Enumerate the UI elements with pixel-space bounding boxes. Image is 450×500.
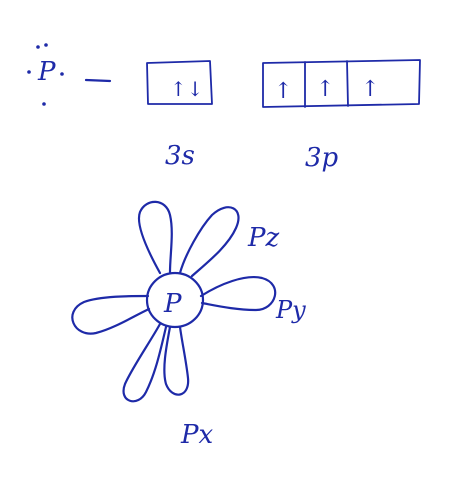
center-atom-label: P: [163, 289, 182, 319]
box-divider: [346, 60, 349, 107]
lewis-dot: [60, 72, 64, 76]
lobe-lower-left: [122, 322, 168, 403]
orbital-box-3p: ↑ ↑ ↑ 3p: [262, 59, 421, 173]
orbital-label-3p: 3p: [305, 143, 339, 173]
lobe-upper-right: [178, 206, 240, 278]
lewis-atom-symbol: P: [37, 57, 56, 87]
lobe-label-px: Px: [180, 420, 213, 450]
lobe-left: [71, 294, 151, 335]
lewis-dot-symbol: P: [27, 43, 64, 106]
orbital-box: [146, 60, 213, 105]
lewis-dot: [36, 45, 40, 49]
lobe-label-pz: Pz: [247, 223, 279, 253]
p-orbital-sketch: P Pz Py Px: [71, 200, 306, 450]
lewis-dot: [27, 70, 31, 74]
electron-arrows: ↑↓: [170, 77, 204, 101]
orbital-box: [262, 59, 421, 108]
lewis-dot: [44, 43, 48, 47]
orbital-box-3s: ↑↓ 3s: [146, 60, 213, 171]
lobe-right: [199, 276, 277, 312]
nucleus-circle: [145, 271, 205, 329]
electron-arrow: ↑: [361, 77, 379, 102]
lobe-lower-right: [163, 325, 190, 396]
lobe-upper-left: [137, 200, 173, 275]
electron-arrow: ↑: [274, 79, 292, 104]
dash-line: [84, 78, 112, 83]
lobe-label-py: Py: [275, 296, 306, 324]
lewis-dot: [42, 102, 46, 106]
electron-arrow: ↑: [316, 77, 334, 102]
orbital-label-3s: 3s: [165, 141, 195, 171]
